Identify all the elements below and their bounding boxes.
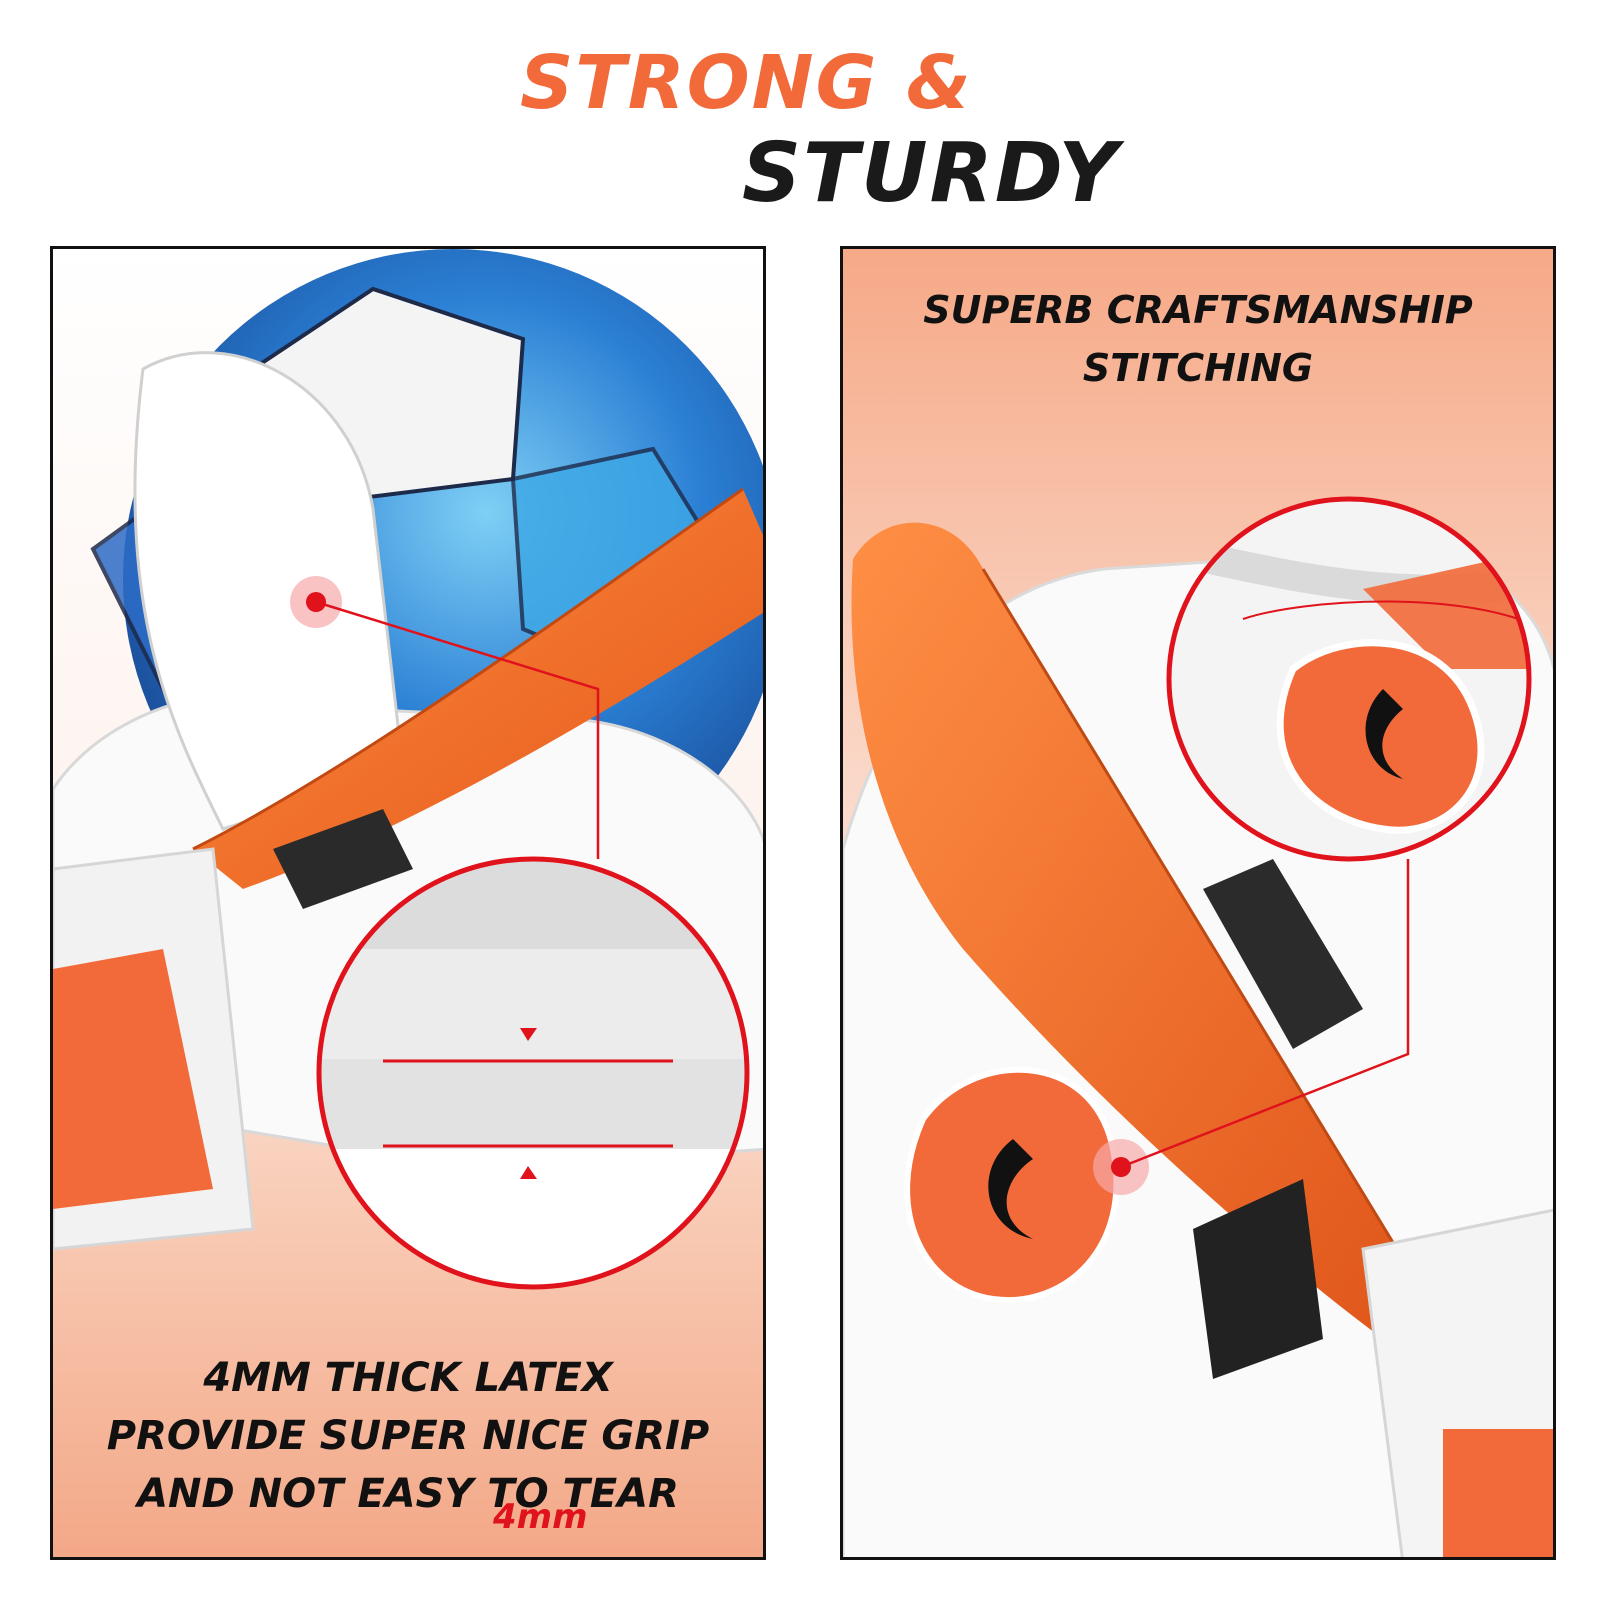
caption-line: 4MM THICK LATEX <box>203 1355 613 1401</box>
caption-line: SUPERB CRAFTSMANSHIP <box>923 288 1473 332</box>
arrow-up-icon <box>520 1166 537 1179</box>
glove-thumb <box>133 351 405 831</box>
latex-caption: 4MM THICK LATEX PROVIDE SUPER NICE GRIP … <box>53 1349 763 1523</box>
arrow-down-icon <box>520 1028 537 1041</box>
headline-line-2: STURDY <box>742 126 1120 221</box>
caption-line: STITCHING <box>1082 346 1314 390</box>
headline-line-1: STRONG & <box>520 40 973 126</box>
orange-finger-strap <box>193 489 763 889</box>
glove-with-ball-illustration <box>53 249 763 1290</box>
stitching-caption: SUPERB CRAFTSMANSHIP STITCHING <box>843 281 1553 397</box>
glove-closeup-illustration <box>843 496 1553 1557</box>
caption-line: AND NOT EASY TO TEAR <box>137 1471 679 1517</box>
stitching-panel: SUPERB CRAFTSMANSHIP STITCHING <box>840 246 1556 1560</box>
latex-thickness-panel: 4mm 4MM THICK LATEX PROVIDE SUPER NICE G… <box>50 246 766 1560</box>
caption-line: PROVIDE SUPER NICE GRIP <box>106 1413 710 1459</box>
callout-line <box>1120 859 1410 1169</box>
callout-line <box>315 600 600 859</box>
logo-patch-icon <box>904 1066 1120 1304</box>
thickness-measurement-label: 4mm <box>493 1497 588 1537</box>
orange-finger-strap <box>851 522 1403 1339</box>
